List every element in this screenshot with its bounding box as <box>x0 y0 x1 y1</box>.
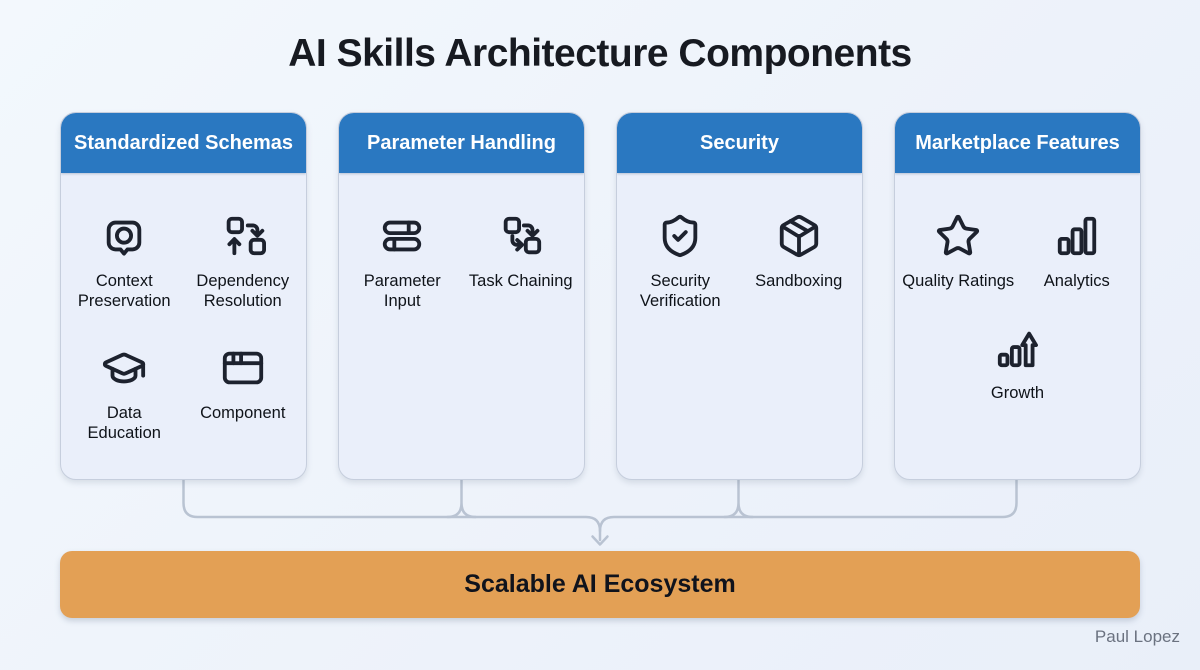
feature-label: Analytics <box>1043 272 1110 290</box>
feature-label: Growth <box>990 384 1045 403</box>
ecosystem-label: Scalable AI Ecosystem <box>464 570 736 598</box>
feature-item: Context Preservation <box>65 213 184 311</box>
card-body: Parameter Input Task Chaining <box>339 173 584 479</box>
feature-item: Sandboxing <box>740 213 859 311</box>
card-body: Security Verification Sandboxing <box>617 173 862 479</box>
feature-item: Data Education <box>65 345 184 443</box>
star-icon <box>935 213 981 259</box>
graduation-cap-icon <box>101 345 147 391</box>
sliders-icon <box>379 213 425 259</box>
card-header: Marketplace Features <box>895 113 1140 173</box>
component-card-1: Standardized Schemas Context Preservatio… <box>60 112 307 480</box>
app-window-icon <box>220 345 266 391</box>
feature-item: Component <box>184 345 303 443</box>
package-icon <box>776 213 822 259</box>
connector-card2-drop <box>446 478 477 519</box>
ecosystem-bar: Scalable AI Ecosystem <box>60 551 1140 618</box>
feature-label: Parameter Input <box>363 272 441 311</box>
feature-label: Component <box>200 404 286 423</box>
feature-item: Dependency Resolution <box>184 213 303 311</box>
feature-item: Parameter Input <box>343 213 462 311</box>
feature-label: Sandboxing <box>755 272 843 290</box>
feature-label: Task Chaining <box>468 272 573 290</box>
card-body: Quality Ratings Analytics Growth <box>895 173 1140 479</box>
badge-icon <box>101 213 147 259</box>
feature-label: Security Verification <box>639 272 721 311</box>
feature-item: Task Chaining <box>462 213 581 311</box>
feature-label: Dependency Resolution <box>196 272 290 311</box>
growth-arrow-icon <box>995 325 1041 371</box>
feature-item: Security Verification <box>621 213 740 311</box>
card-header: Parameter Handling <box>339 113 584 173</box>
card-header: Security <box>617 113 862 173</box>
card-body: Context Preservation Dependency Resoluti… <box>61 173 306 479</box>
attribution: Paul Lopez <box>1094 627 1180 646</box>
bar-chart-icon <box>1054 213 1100 259</box>
component-card-3: Security Security Verification Sandboxin… <box>616 112 863 480</box>
feature-item: Growth <box>899 325 1136 403</box>
connector-card3-drop <box>723 478 754 519</box>
dependency-icon <box>220 213 266 259</box>
card-header: Standardized Schemas <box>61 113 306 173</box>
feature-label: Context Preservation <box>77 272 171 311</box>
page-title: AI Skills Architecture Components <box>288 32 912 75</box>
task-chain-icon <box>498 213 544 259</box>
feature-item: Analytics <box>1018 213 1137 291</box>
component-card-2: Parameter Handling Parameter Input Task … <box>338 112 585 480</box>
shield-check-icon <box>657 213 703 259</box>
feature-item: Quality Ratings <box>899 213 1018 291</box>
feature-label: Quality Ratings <box>902 272 1015 290</box>
feature-label: Data Education <box>87 404 161 443</box>
cards-row: Standardized Schemas Context Preservatio… <box>60 112 1141 480</box>
component-card-4: Marketplace Features Quality Ratings Ana… <box>894 112 1141 480</box>
connector-card4-to-arrow <box>598 478 1018 533</box>
connector-card1-to-arrow <box>182 478 602 542</box>
arrow-head-icon <box>591 535 609 546</box>
